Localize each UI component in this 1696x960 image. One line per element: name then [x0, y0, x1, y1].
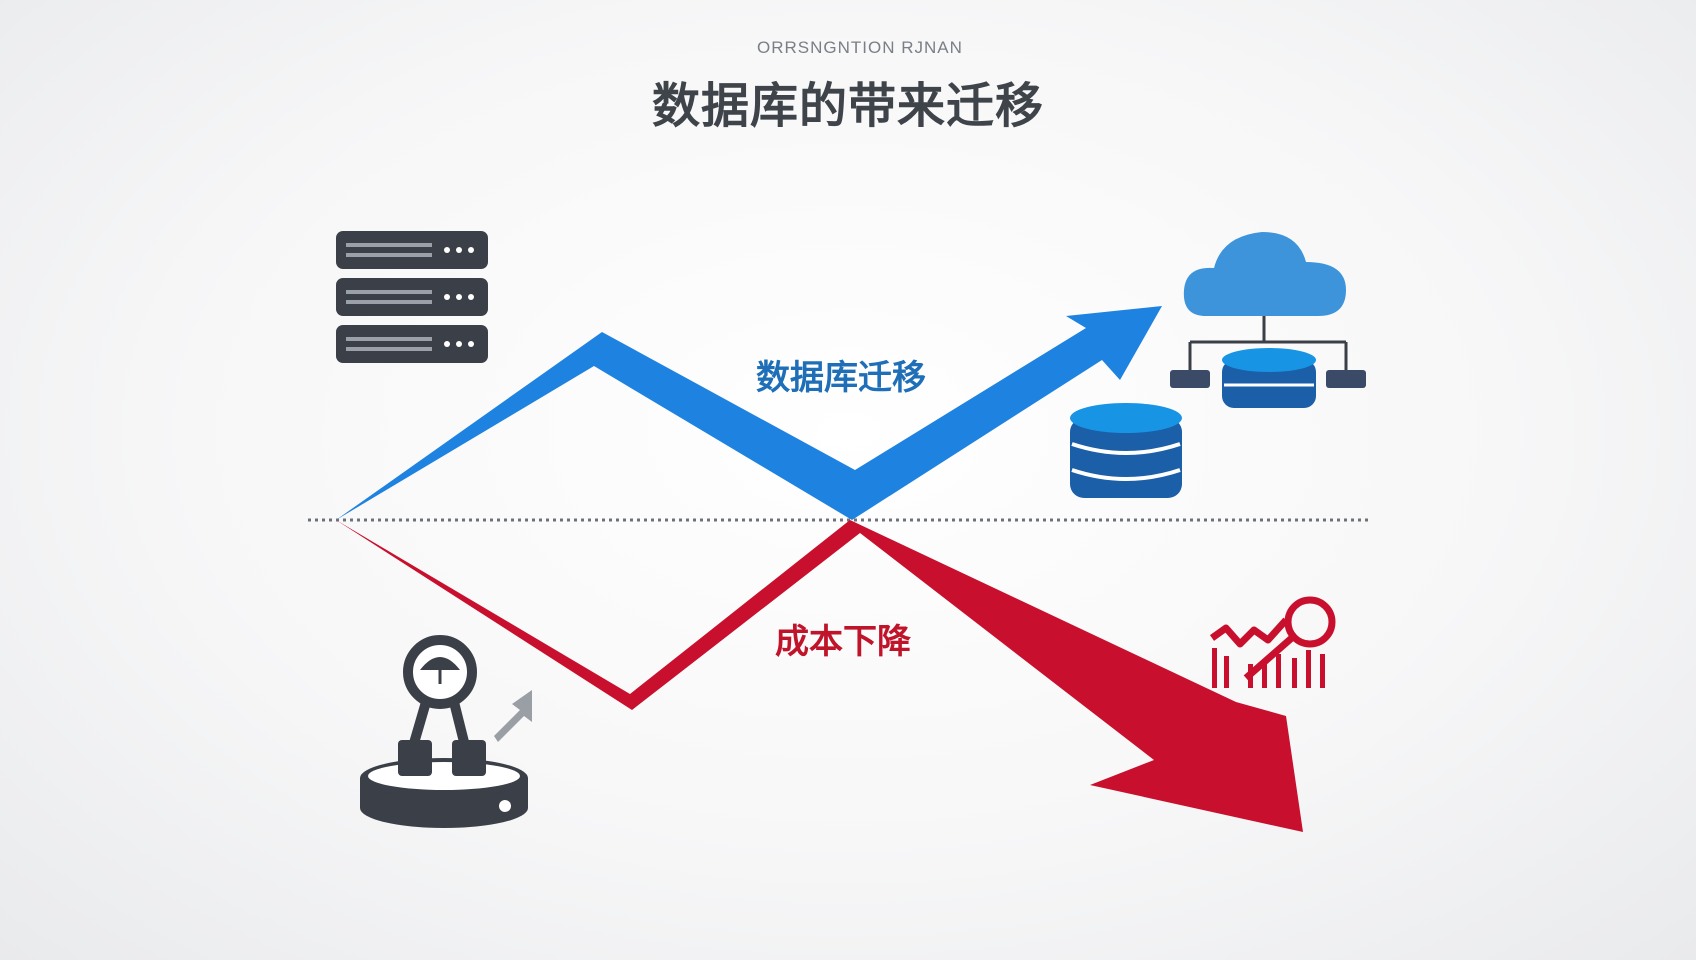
- cost-chart-icon: [1209, 596, 1336, 688]
- robot-operator-on-disk-icon: [360, 635, 532, 828]
- database-icon: [1070, 403, 1182, 498]
- cost-reduction-label: 成本下降: [775, 622, 911, 662]
- cost-down-arrow: [336, 520, 1303, 832]
- cloud-network-icon: [1170, 232, 1366, 408]
- migration-up-arrow: [336, 306, 1162, 520]
- supertitle: ORRSNGNTION RJNAN: [757, 38, 963, 57]
- server-rack-icon: [336, 231, 488, 363]
- page-title: 数据库的带来迁移: [652, 78, 1045, 134]
- migration-label: 数据库迁移: [756, 358, 926, 398]
